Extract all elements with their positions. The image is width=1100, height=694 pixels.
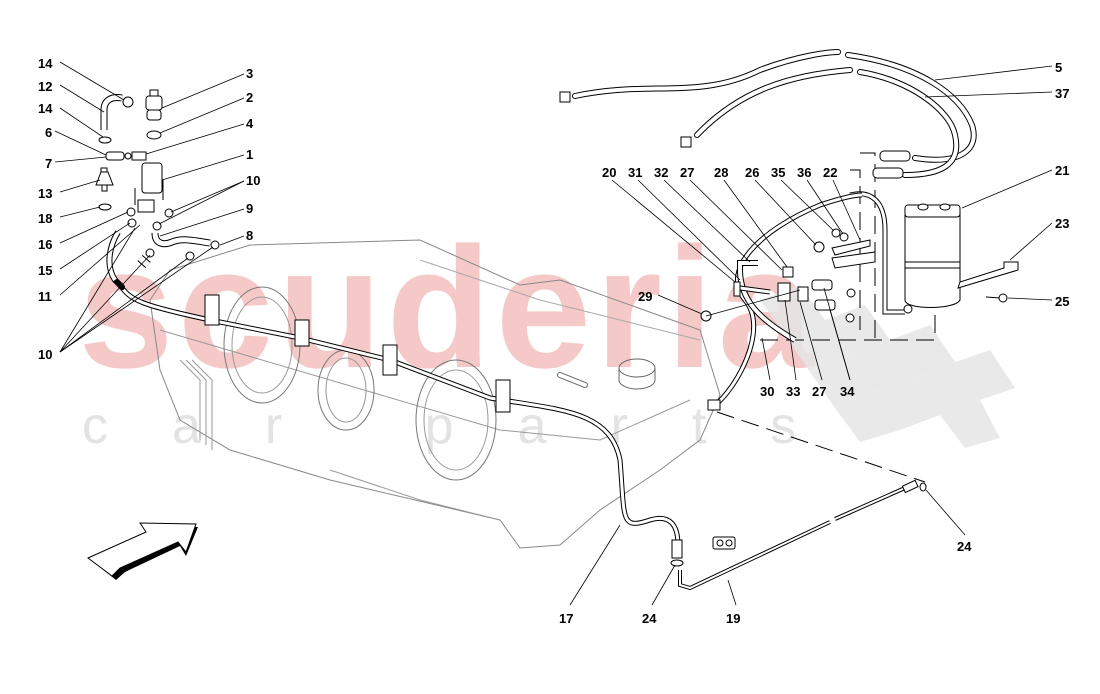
loop-hose-30 [707,192,863,411]
fuel-tank [149,239,721,549]
pipe-19 [670,479,927,591]
callout-27[interactable]: 27 [812,384,827,399]
callout-23[interactable]: 23 [1055,216,1070,231]
callout-7[interactable]: 7 [45,156,53,171]
callout-10[interactable]: 10 [246,173,261,188]
callout-21[interactable]: 21 [1055,163,1070,178]
callout-1[interactable]: 1 [246,147,254,162]
callout-12[interactable]: 12 [38,79,53,94]
vent-valve-assembly [95,89,220,291]
callout-14[interactable]: 14 [38,56,53,71]
callout-27[interactable]: 27 [680,165,695,180]
callout-3[interactable]: 3 [246,66,254,81]
callout-6[interactable]: 6 [45,125,53,140]
callout-14[interactable]: 14 [38,101,53,116]
callout-15[interactable]: 15 [38,263,53,278]
dashed-guides [716,152,936,483]
callout-36[interactable]: 36 [797,165,812,180]
hoses-5-37 [559,49,977,179]
callout-29[interactable]: 29 [638,289,653,304]
checkered-flag-watermark [760,285,1015,448]
valve-cluster [700,228,876,323]
callout-10[interactable]: 10 [38,347,53,362]
callout-22[interactable]: 22 [823,165,838,180]
callout-13[interactable]: 13 [38,186,53,201]
callout-25[interactable]: 25 [1055,294,1070,309]
callout-24[interactable]: 24 [642,611,657,626]
callout-32[interactable]: 32 [654,165,669,180]
watermark-brand: scuderia [78,212,818,404]
front-direction-arrow [87,522,198,580]
callout-19[interactable]: 19 [726,611,741,626]
callout-33[interactable]: 33 [786,384,801,399]
callout-20[interactable]: 20 [602,165,617,180]
callout-31[interactable]: 31 [628,165,643,180]
callout-18[interactable]: 18 [38,211,53,226]
callout-37[interactable]: 37 [1055,86,1070,101]
callout-28[interactable]: 28 [714,165,729,180]
callout-17[interactable]: 17 [559,611,574,626]
callout-8[interactable]: 8 [246,228,254,243]
watermark-tagline: car parts [82,397,861,455]
callout-4[interactable]: 4 [246,116,254,131]
vent-pipe-17 [117,282,681,548]
callout-24[interactable]: 24 [957,539,972,554]
callout-11[interactable]: 11 [38,289,52,304]
callout-5[interactable]: 5 [1055,60,1063,75]
callout-34[interactable]: 34 [840,384,855,399]
leader-lines [54,61,1053,606]
callout-9[interactable]: 9 [246,201,254,216]
callout-2[interactable]: 2 [246,90,254,105]
callout-16[interactable]: 16 [38,237,53,252]
charcoal-canister-21 [849,191,1019,315]
callout-30[interactable]: 30 [760,384,775,399]
callout-26[interactable]: 26 [745,165,760,180]
callout-35[interactable]: 35 [771,165,786,180]
